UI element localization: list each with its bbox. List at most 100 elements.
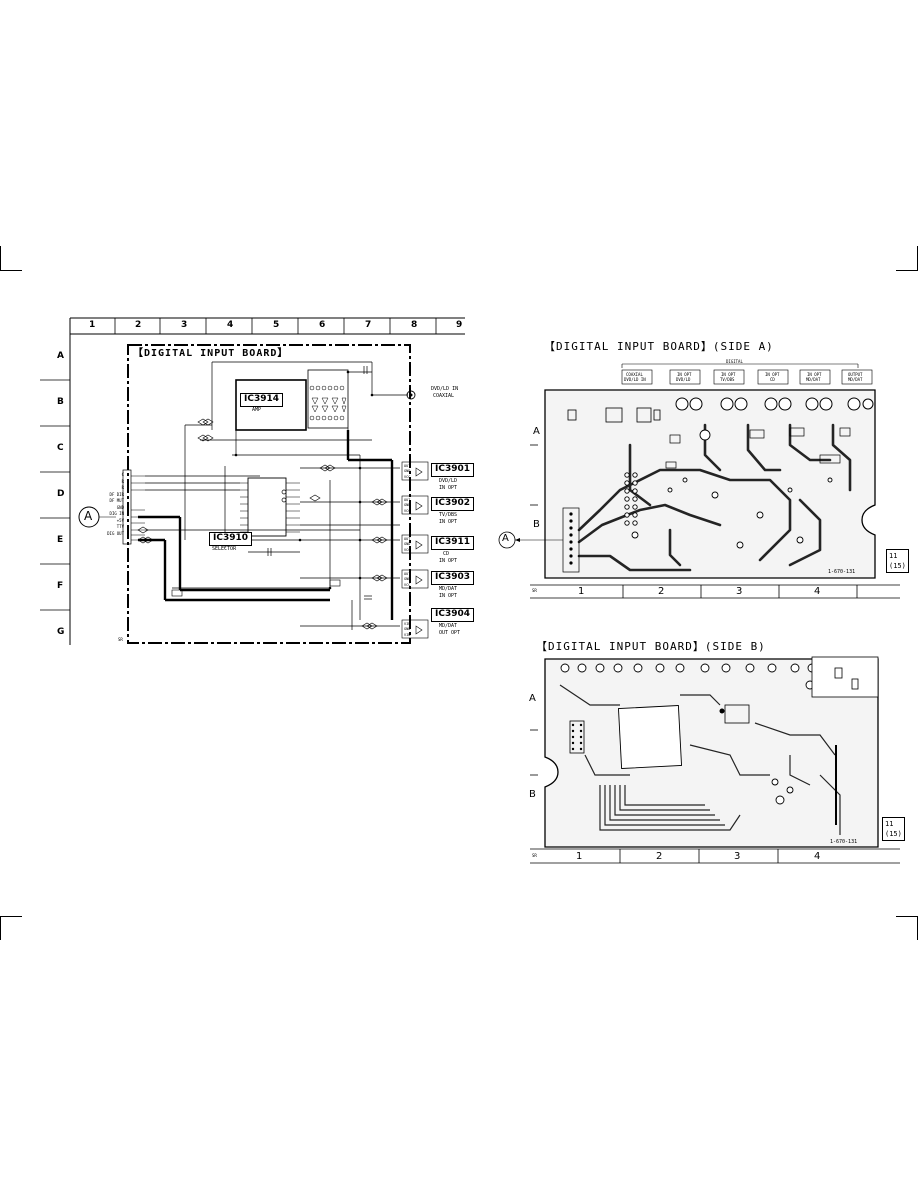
jack-label: IN OPT	[807, 372, 822, 377]
ic3911-sub-1: CD	[443, 551, 450, 557]
row-label: F	[57, 581, 64, 591]
jack-label: CD	[770, 377, 775, 382]
side-a-top-label: DIGITAL	[726, 359, 743, 364]
column-label: 8	[411, 320, 418, 330]
column-label: 3	[736, 586, 743, 597]
svg-text:GND: GND	[404, 542, 410, 546]
ic3903-sub-1: MD/DAT	[439, 586, 458, 592]
crop-mark	[0, 916, 22, 917]
ic3911-sub-2: IN OPT	[439, 558, 458, 564]
column-label: 4	[814, 586, 821, 597]
ic3903-sub-2: IN OPT	[439, 593, 458, 599]
column-label: 3	[181, 320, 188, 330]
row-label: C	[57, 443, 64, 453]
svg-text:OUT: OUT	[404, 498, 411, 502]
crop-mark	[0, 246, 1, 270]
connector-pin-labels: C R R DF DIR DF MUT GND DIG IN +5V TTV D…	[104, 472, 124, 537]
column-label: 2	[656, 851, 663, 862]
row-label: D	[57, 489, 65, 499]
ic3904-sub-2: OUT OPT	[439, 630, 461, 636]
jack-label: DVD/LD IN	[624, 377, 646, 382]
ic3910-label: IC3910	[209, 532, 253, 546]
svg-text:OUT: OUT	[404, 537, 411, 541]
row-label: B	[529, 789, 536, 800]
column-label: 1	[576, 851, 583, 862]
board-number: 1-670-131	[828, 569, 856, 575]
board-number: 1-670-131	[830, 839, 858, 845]
svg-text:OUT: OUT	[404, 572, 411, 576]
svg-text:VCC: VCC	[404, 509, 410, 513]
coaxial-label-1: DVD/LD IN	[431, 386, 459, 392]
connector-a-ref: A	[502, 533, 509, 544]
ic3901-label: IC3901	[431, 463, 475, 477]
column-label: 2	[135, 320, 142, 330]
column-label: 3	[734, 851, 741, 862]
column-label: 1	[89, 320, 96, 330]
svg-text:VCC: VCC	[404, 583, 410, 587]
page-ref-box: 11 (15)	[886, 549, 909, 573]
page-ref: 11	[885, 820, 894, 828]
column-label: 2	[658, 586, 665, 597]
page-ref: (15)	[885, 830, 902, 838]
svg-text:VIN: VIN	[404, 622, 410, 626]
pin-label: R	[121, 478, 124, 484]
row-label: A	[57, 351, 64, 361]
crop-mark	[0, 270, 22, 271]
row-label: G	[57, 627, 65, 637]
ic3901-sub-1: DVD/LD	[439, 478, 458, 484]
ic3914-label: IC3914	[240, 393, 284, 407]
ic3903-label: IC3903	[431, 571, 475, 585]
svg-text:GND: GND	[404, 627, 410, 631]
row-label: A	[529, 693, 536, 704]
ic3902-label: IC3902	[431, 497, 475, 511]
side-b-board	[530, 656, 900, 864]
pin-label: DIG IN	[109, 511, 124, 516]
ic3902-sub-1: TV/DBS	[439, 512, 458, 518]
ic3904-label: IC3904	[431, 608, 475, 622]
row-label: B	[57, 397, 64, 407]
ic3902-sub-2: IN OPT	[439, 519, 458, 525]
page-ref: 11	[889, 552, 898, 560]
jack-label: MD/DAT	[806, 377, 821, 382]
jack-label: IN OPT	[721, 372, 736, 377]
ic3914-sub: AMP	[252, 407, 262, 413]
pin-label: DF DIR	[109, 491, 124, 497]
pcb-side-a: 【DIGITAL INPUT BOARD】(SIDE A) DIGITAL	[490, 330, 910, 600]
svg-text:GND: GND	[404, 503, 410, 507]
crop-mark	[0, 916, 1, 940]
column-label: 7	[365, 320, 372, 330]
pin-label: DF MUT	[109, 498, 124, 503]
pin-label: TTV	[116, 524, 124, 529]
coaxial-label-2: COAXIAL	[433, 393, 455, 399]
jack-label: OUTPUT	[848, 372, 863, 377]
side-a-board	[498, 363, 900, 599]
row-label: A	[533, 426, 540, 437]
ic3910-sub: SELECTOR	[212, 546, 237, 552]
page-ref: (15)	[889, 562, 906, 570]
column-label: 4	[227, 320, 234, 330]
pin-label: +5V	[116, 517, 124, 523]
column-label: 1	[578, 586, 585, 597]
column-label: 5	[273, 320, 280, 330]
svg-text:GND: GND	[404, 577, 410, 581]
page-ref-box: 11 (15)	[882, 817, 905, 841]
row-label: E	[57, 535, 64, 545]
sr-mark: SR	[532, 853, 537, 858]
pin-label: C	[121, 472, 124, 477]
jack-label: TV/DBS	[720, 377, 735, 382]
jack-label: DVD/LD	[676, 377, 691, 382]
svg-text:GND: GND	[404, 469, 410, 473]
connector-a-label: A	[84, 509, 93, 523]
crop-mark	[896, 916, 918, 917]
schematic-title: 【DIGITAL INPUT BOARD】	[133, 348, 289, 359]
pin-label: DIG OUT	[107, 530, 124, 536]
sr-mark: SR	[118, 637, 123, 642]
crop-mark	[896, 270, 918, 271]
row-label: B	[533, 519, 540, 530]
svg-text:VCC: VCC	[404, 475, 410, 479]
pin-label: R	[121, 485, 124, 490]
svg-text:OUT: OUT	[404, 464, 411, 468]
side-a-title: 【DIGITAL INPUT BOARD】(SIDE A)	[544, 340, 774, 353]
